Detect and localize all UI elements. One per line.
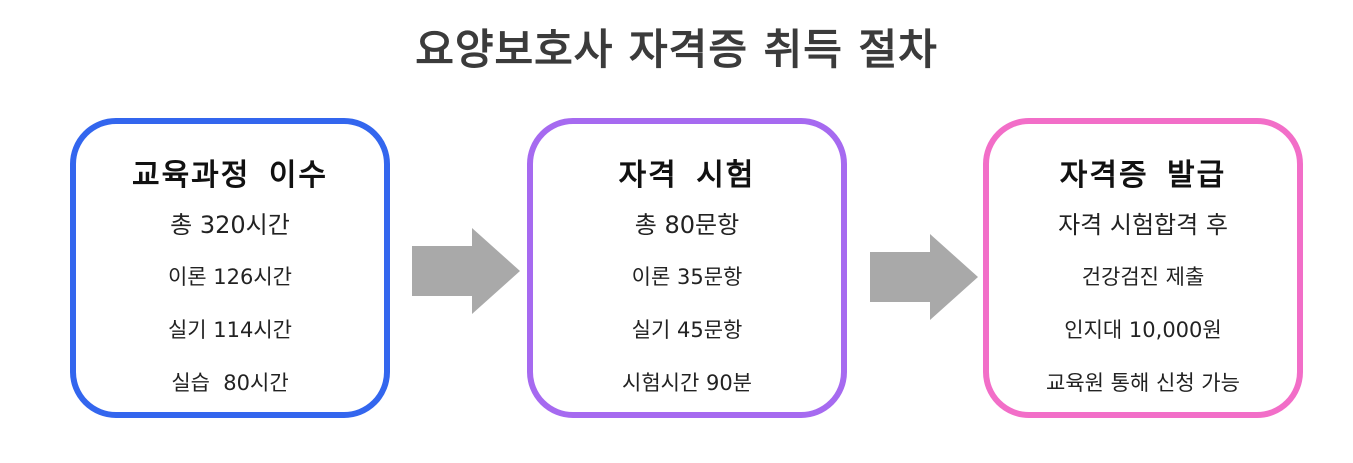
step-item: 시험시간 90분 [622,371,752,395]
step-box-education: 교육과정 이수 총 320시간 이론 126시간 실기 114시간 실습 80시… [70,118,390,418]
step-item: 이론 126시간 [167,265,293,289]
step-item-list: 자격 시험합격 후 건강검진 제출 인지대 10,000원 교육원 통해 신청 … [989,212,1297,396]
step-item-list: 총 320시간 이론 126시간 실기 114시간 실습 80시간 [76,212,384,396]
step-item: 총 80문항 [634,211,740,239]
step-heading: 자격증 발급 [1059,158,1227,193]
step-box-certificate: 자격증 발급 자격 시험합격 후 건강검진 제출 인지대 10,000원 교육원… [983,118,1303,418]
right-arrow-icon [870,234,978,320]
diagram-title: 요양보호사 자격증 취득 절차 [415,25,938,74]
step-item: 교육원 통해 신청 가능 [1046,371,1240,395]
step-item: 이론 35문항 [631,265,743,289]
step-box-exam: 자격 시험 총 80문항 이론 35문항 실기 45문항 시험시간 90분 [527,118,847,418]
step-item: 총 320시간 [170,211,290,239]
step-item: 실기 45문항 [631,318,743,342]
step-item: 건강검진 제출 [1081,265,1205,289]
step-item-list: 총 80문항 이론 35문항 실기 45문항 시험시간 90분 [533,212,841,396]
step-item: 자격 시험합격 후 [1058,211,1228,239]
step-item: 실습 80시간 [171,371,289,395]
step-heading: 교육과정 이수 [131,158,329,193]
step-item: 실기 114시간 [167,318,293,342]
step-heading: 자격 시험 [618,158,756,193]
right-arrow-icon [412,228,520,314]
step-item: 인지대 10,000원 [1064,318,1222,342]
